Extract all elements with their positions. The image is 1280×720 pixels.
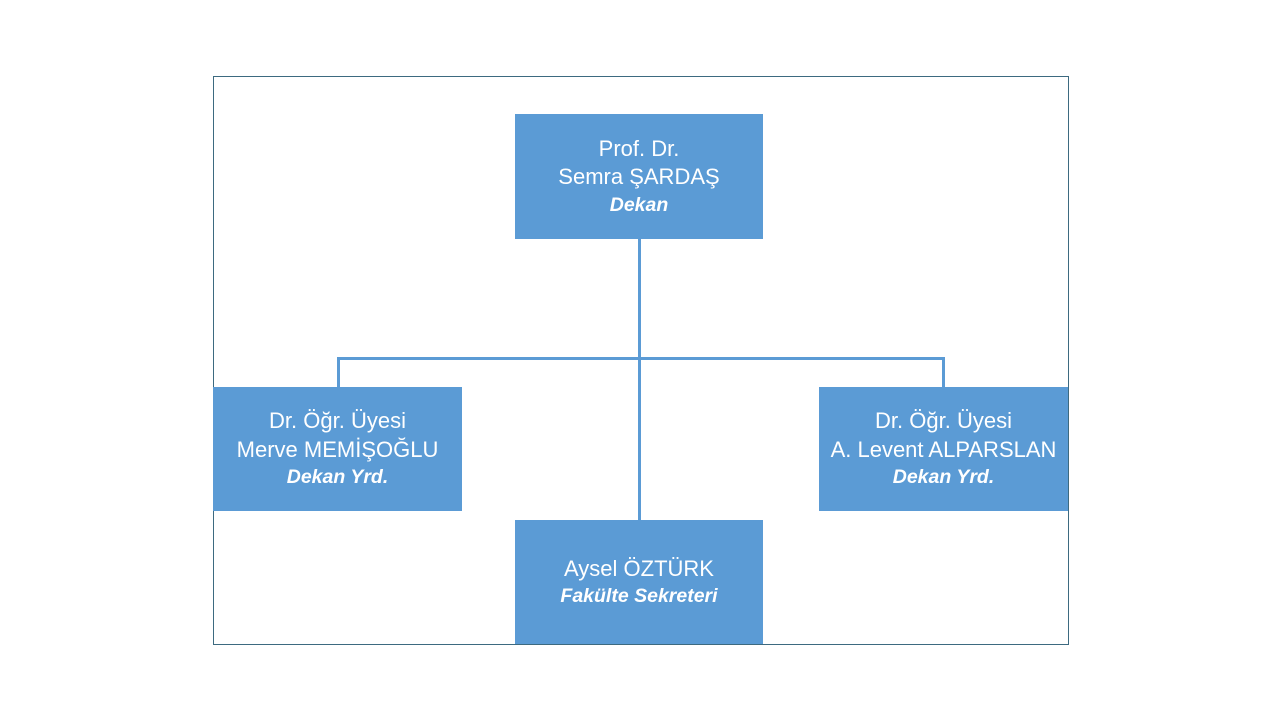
vice-dean-left-person-name: Merve MEMİŞOĞLU [236,436,439,462]
vice-dean-right-title-prefix: Dr. Öğr. Üyesi [875,408,1012,434]
vice-dean-right-role: Dekan Yrd. [892,466,995,489]
org-node-vice-dean-right[interactable]: Dr. Öğr. Üyesi A. Levent ALPARSLAN Dekan… [819,387,1068,511]
vice-dean-left-role: Dekan Yrd. [286,466,389,489]
org-chart-frame [213,76,1069,645]
org-node-vice-dean-left[interactable]: Dr. Öğr. Üyesi Merve MEMİŞOĞLU Dekan Yrd… [213,387,462,511]
dean-person-name: Semra ŞARDAŞ [558,164,720,190]
org-node-faculty-secretary[interactable]: Aysel ÖZTÜRK Fakülte Sekreteri [515,520,763,644]
dean-role: Dekan [609,193,669,216]
dean-title-prefix: Prof. Dr. [598,135,680,161]
faculty-secretary-person-name: Aysel ÖZTÜRK [564,555,714,581]
connector-vertical-center [638,239,641,520]
connector-horizontal-main [337,357,945,360]
connector-vertical-left [337,357,340,387]
faculty-secretary-role: Fakülte Sekreteri [560,585,718,608]
org-node-dean[interactable]: Prof. Dr. Semra ŞARDAŞ Dekan [515,114,763,239]
vice-dean-left-title-prefix: Dr. Öğr. Üyesi [269,408,406,434]
connector-vertical-right [942,357,945,387]
vice-dean-right-person-name: A. Levent ALPARSLAN [830,436,1057,462]
